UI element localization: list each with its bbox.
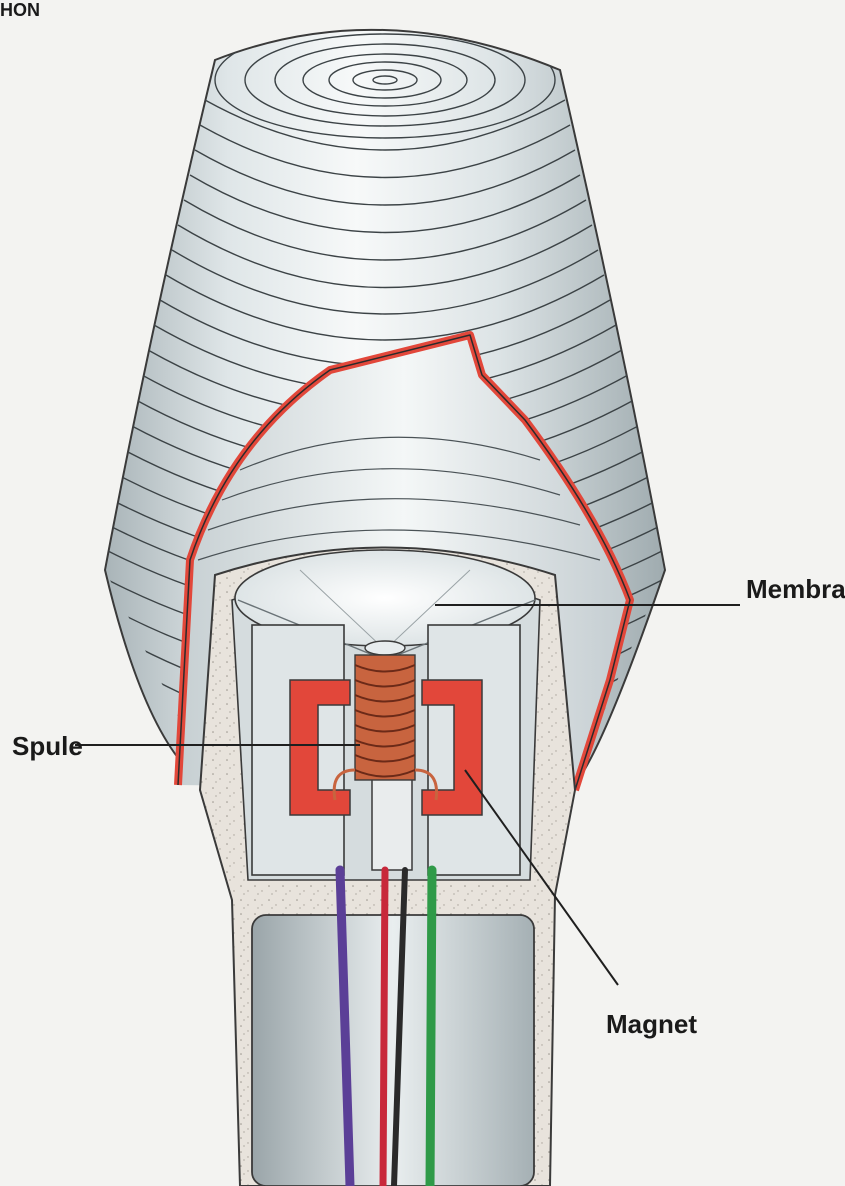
label-membran: Membran [746, 574, 845, 604]
label-magnet: Magnet [606, 1009, 697, 1039]
corner-heading-fragment: HON [0, 0, 40, 20]
wire-green [430, 870, 432, 1186]
label-spule: Spule [12, 731, 83, 761]
wire-red [383, 870, 385, 1186]
